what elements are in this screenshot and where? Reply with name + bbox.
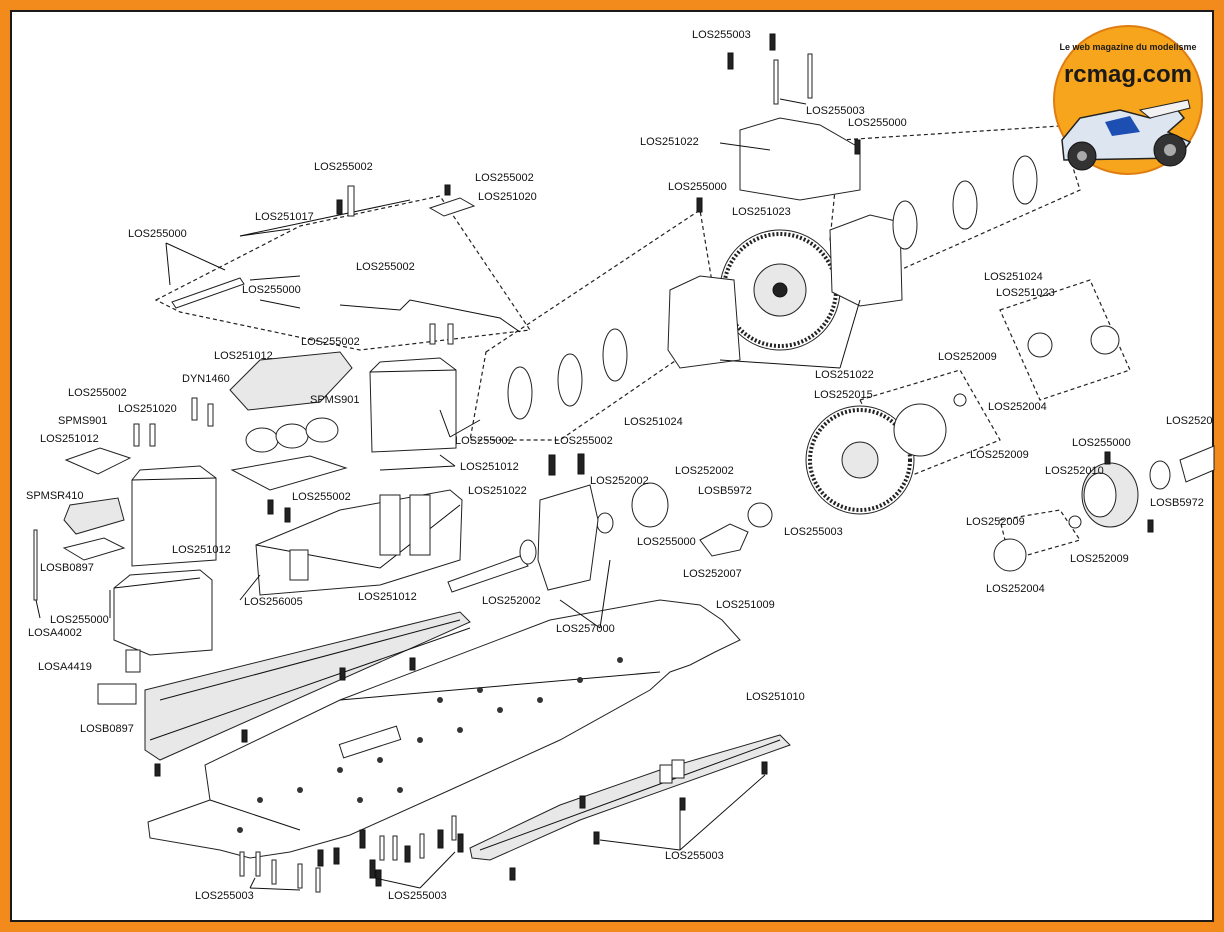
part-label: LOS251020 [478,191,537,203]
part-label: LOS251024 [984,271,1043,283]
part-label: LOS255002 [554,435,613,447]
part-label: LOSB5972 [698,485,752,497]
part-label: LOS255002 [455,435,514,447]
part-label: LOS255002 [292,491,351,503]
part-label: LOS251009 [716,599,775,611]
part-label: LOS252004 [986,583,1045,595]
part-label: LOS251023 [732,206,791,218]
part-label: LOS255002 [356,261,415,273]
part-label: LOS251012 [358,591,417,603]
part-label: LOS252002 [482,595,541,607]
part-label: LOS251023 [996,287,1055,299]
part-label: LOS251012 [40,433,99,445]
part-label: SPMSR410 [26,490,83,502]
radio-tray [255,489,463,596]
part-label: LOS252002 [675,465,734,477]
receiver-box [113,569,213,656]
part-label: LOS255000 [128,228,187,240]
part-label: LOS252009 [938,351,997,363]
servo-throttle [369,357,457,453]
rear-spur-gear [805,393,967,515]
part-label: LOS252009 [1070,553,1129,565]
front-diff-parts [447,482,773,593]
rear-diff-case [993,325,1215,572]
receiver-plates [62,447,141,705]
servo-steering [131,465,217,567]
part-label: LOS251022 [815,369,874,381]
part-label: LOS255002 [475,172,534,184]
part-labels: LOS255003 LOS255003 LOS255000 LOS251022 … [26,29,1212,902]
part-label: LOS255002 [314,161,373,173]
screws [33,33,1154,893]
part-label: LOS252004 [988,401,1047,413]
logo-brand: rcmag.com [1064,61,1192,88]
part-label: LOS252002 [590,475,649,487]
part-label: LOSA4419 [38,661,92,673]
part-label: SPMS901 [310,394,360,406]
buggy-icon [1061,99,1192,171]
part-label: LOS252009 [966,516,1025,528]
logo-tagline: Le web magazine du modelisme [1059,42,1196,52]
part-label: LOS255003 [388,890,447,902]
part-label: LOS252009 [970,449,1029,461]
part-label: LOS251024 [624,416,683,428]
rear-brace [469,734,791,861]
part-label: LOS257000 [556,623,615,635]
part-label: LOS251012 [214,350,273,362]
part-label: LOS252010 [1045,465,1104,477]
part-label: LOS251022 [640,136,699,148]
part-label: LOS256005 [244,596,303,608]
part-label: LOS251020 [118,403,177,415]
part-label: LOS251017 [255,211,314,223]
leader-lines [35,98,861,891]
part-label: SPMS901 [58,415,108,427]
rcmag-logo: rcmag.com Le web magazine du modelisme [1053,25,1203,175]
part-label: LOS251012 [460,461,519,473]
part-label: LOS255000 [668,181,727,193]
part-label: LOS252015 [814,389,873,401]
part-label: LOS251022 [468,485,527,497]
steering-linkage [171,197,521,333]
part-label: LOS252007 [683,568,742,580]
part-label: LOS255002 [301,336,360,348]
part-label: LOSB0897 [40,562,94,574]
part-label: LOS251012 [172,544,231,556]
left-side-rail [144,611,471,761]
part-label: LOS255000 [637,536,696,548]
part-label: LOS255003 [195,890,254,902]
part-label: LOSB0897 [80,723,134,735]
brake-discs [507,155,1038,420]
battery-pack [229,351,353,491]
part-label: LOS255002 [68,387,127,399]
part-label: LOS251010 [746,691,805,703]
part-label: LOS255000 [848,117,907,129]
part-label: LOS2520 [1166,415,1212,427]
part-label: LOSB5972 [1150,497,1204,509]
center-diff-mount [667,117,903,369]
part-label: LOS255003 [665,850,724,862]
part-label: LOS255003 [784,526,843,538]
part-label: LOS255003 [692,29,751,41]
part-label: DYN1460 [182,373,230,385]
part-label: LOS255000 [50,614,109,626]
part-label: LOS255000 [1072,437,1131,449]
part-label: LOS255000 [242,284,301,296]
part-label: LOSA4002 [28,627,82,639]
chassis-plate [147,599,741,859]
part-label: LOS255003 [806,105,865,117]
